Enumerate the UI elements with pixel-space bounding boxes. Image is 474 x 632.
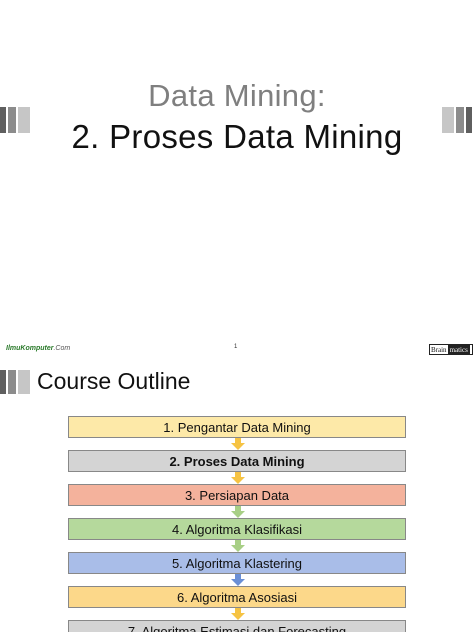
footer-site-logo: IlmuKomputer.Com <box>6 345 70 352</box>
outline-step-label: 7. Algoritma Estimasi dan Forecasting <box>127 623 347 632</box>
slide-title-line2: 2. Proses Data Mining <box>71 118 403 155</box>
footer-site-suffix: .Com <box>53 345 71 352</box>
down-arrow-icon <box>231 574 245 586</box>
slide-title-line1: Data Mining: <box>148 78 326 113</box>
decorative-bars-left <box>0 107 30 133</box>
outline-title: Course Outline <box>37 368 191 394</box>
footer-site-brand: IlmuKomputer <box>6 345 54 352</box>
outline-step-label: 6. Algoritma Asosiasi <box>177 589 297 605</box>
outline-step-label: 3. Persiapan Data <box>184 487 290 503</box>
decorative-bars-left <box>0 370 30 394</box>
down-arrow-icon <box>231 438 245 450</box>
outline-step-label: 1. Pengantar Data Mining <box>163 419 311 435</box>
outline-step: 7. Algoritma Estimasi dan Forecasting <box>68 620 406 632</box>
brainmatics-logo: Brain matics <box>429 344 473 355</box>
brand-logo-left: Brain <box>430 345 448 354</box>
down-arrow-icon <box>231 540 245 552</box>
decorative-bars-right <box>442 107 472 133</box>
outline-step-label: 2. Proses Data Mining <box>169 453 305 469</box>
outline-step: 4. Algoritma Klasifikasi <box>68 518 406 552</box>
outline-step-label: 5. Algoritma Klastering <box>171 555 303 571</box>
outline-step-label: 4. Algoritma Klasifikasi <box>171 521 303 537</box>
title-slide: Data Mining: 2. Proses Data Mining IlmuK… <box>0 78 473 355</box>
course-outline-steps: 1. Pengantar Data Mining 2. Proses Data M… <box>68 416 406 632</box>
brand-logo-right: matics <box>447 345 470 354</box>
down-arrow-icon <box>231 506 245 518</box>
down-arrow-icon <box>231 472 245 484</box>
outline-step: 3. Persiapan Data <box>68 484 406 518</box>
outline-step: 6. Algoritma Asosiasi <box>68 586 406 620</box>
outline-step: 2. Proses Data Mining <box>68 450 406 484</box>
down-arrow-icon <box>231 608 245 620</box>
outline-step: 1. Pengantar Data Mining <box>68 416 406 450</box>
course-outline-slide: Course Outline 1. Pengantar Data Mining 2… <box>0 358 474 632</box>
page-number: 1 <box>234 344 238 350</box>
outline-step: 5. Algoritma Klastering <box>68 552 406 586</box>
